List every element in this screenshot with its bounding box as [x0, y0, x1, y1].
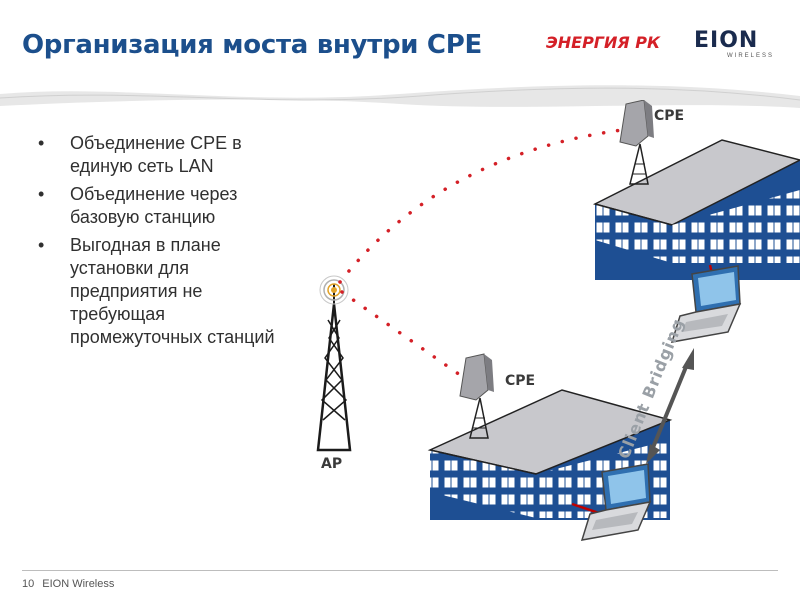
laptop-top-icon: [670, 265, 742, 343]
eion-wireless-logo: EION WIRELESS: [694, 30, 774, 62]
ap-tower: [316, 284, 352, 452]
energy-rk-logo: ЭНЕРГИЯ РК: [546, 33, 661, 52]
bullet-item: • Объединение CPE в единую сеть LAN: [38, 132, 288, 178]
bullet-item: • Выгодная в плане установки для предприя…: [38, 234, 288, 349]
footer: 10 EION Wireless: [22, 578, 114, 590]
page-title: Организация моста внутри CPE: [22, 30, 482, 60]
bullet-text: Объединение CPE в единую сеть LAN: [70, 133, 242, 176]
cpe-top-label: CPE: [654, 108, 685, 124]
network-diagram: Client Bridging CPE CPE AP: [290, 99, 800, 560]
laptop-bottom-icon: [580, 463, 652, 541]
bullet-dot-icon: •: [38, 235, 45, 255]
eion-logo-word: EION: [694, 28, 759, 53]
ap-label: AP: [321, 456, 343, 472]
cpe-bottom-device: [459, 353, 494, 439]
building-top: [592, 139, 800, 280]
eion-logo-sub: WIRELESS: [726, 53, 774, 59]
page-number: 10: [22, 578, 35, 590]
bullet-list: • Объединение CPE в единую сеть LAN • Объе…: [38, 132, 288, 354]
footer-divider: [22, 570, 778, 571]
bullet-text: Объединение через базовую станцию: [70, 184, 238, 227]
bullet-dot-icon: •: [38, 133, 45, 153]
cpe-top-device: [619, 99, 654, 185]
cpe-bottom-label: CPE: [505, 373, 536, 389]
header-wave-decoration: [0, 85, 800, 108]
wireless-link-to-top-cpe: [338, 128, 624, 284]
ap-signal-icon: [319, 275, 349, 305]
bullet-text: Выгодная в плане установки для предприят…: [70, 235, 275, 347]
bullet-item: • Объединение через базовую станцию: [38, 183, 288, 229]
client-bridging-arrow: [646, 348, 694, 464]
diagram-canvas: Client Bridging: [316, 99, 800, 541]
bullet-dot-icon: •: [38, 184, 45, 204]
footer-company: EION Wireless: [42, 578, 115, 590]
wireless-link-to-bottom-cpe: [340, 290, 462, 377]
